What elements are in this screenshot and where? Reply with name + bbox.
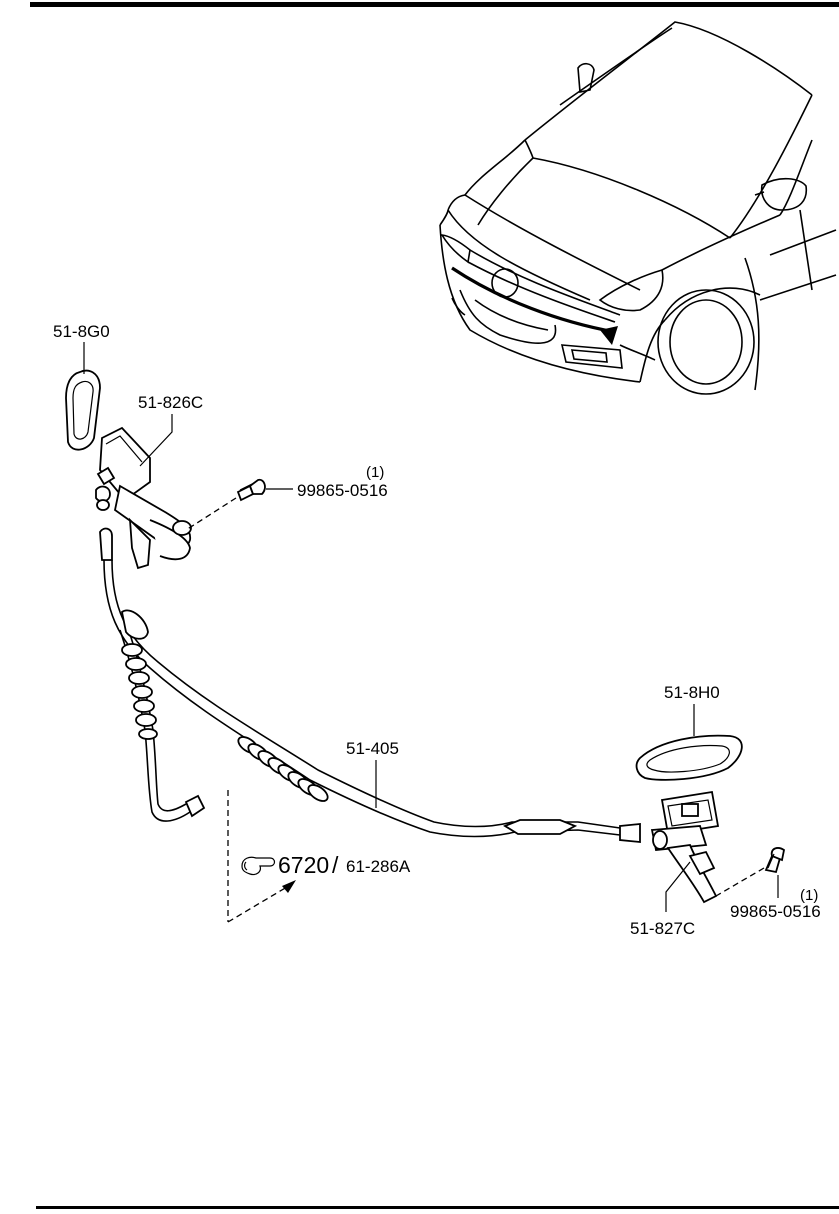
washer-nozzle-right-assembly (635, 734, 743, 904)
bolt-upper (236, 478, 266, 502)
label-bolt-upper: 99865-0516 (297, 481, 388, 500)
reference-dash-diagonal (227, 883, 293, 923)
reference-code[interactable]: 61-286A (346, 857, 411, 876)
pointing-hand-icon (241, 856, 276, 876)
reference-page-number[interactable]: 6720 (278, 852, 329, 878)
reference-separator: / (332, 852, 339, 878)
leader-51-827c (665, 861, 691, 912)
reference-arrow (282, 880, 296, 893)
label-bolt-upper-qty: (1) (366, 464, 384, 481)
bolt-lower-dash (715, 867, 765, 897)
bottom-border (36, 1206, 839, 1209)
label-bolt-lower-qty: (1) (800, 887, 818, 904)
bolt-lower (764, 847, 786, 874)
corrugated-sleeve (237, 736, 329, 802)
washer-hose (99, 527, 641, 843)
label-51-826c: 51-826C (138, 393, 203, 412)
label-51-8h0: 51-8H0 (664, 683, 720, 702)
washer-nozzle-left-assembly (65, 369, 192, 570)
vehicle-illustration (439, 21, 837, 395)
label-51-827c: 51-827C (630, 919, 695, 938)
leader-51-826c (139, 414, 173, 467)
top-border (30, 2, 839, 7)
label-bolt-lower: 99865-0516 (730, 902, 821, 921)
bellows (121, 643, 158, 740)
label-51-405: 51-405 (346, 739, 399, 758)
bolt-upper-dash (185, 497, 237, 531)
reference-note[interactable]: 6720 / 61-286A (241, 852, 411, 878)
label-51-8g0: 51-8G0 (53, 322, 110, 341)
